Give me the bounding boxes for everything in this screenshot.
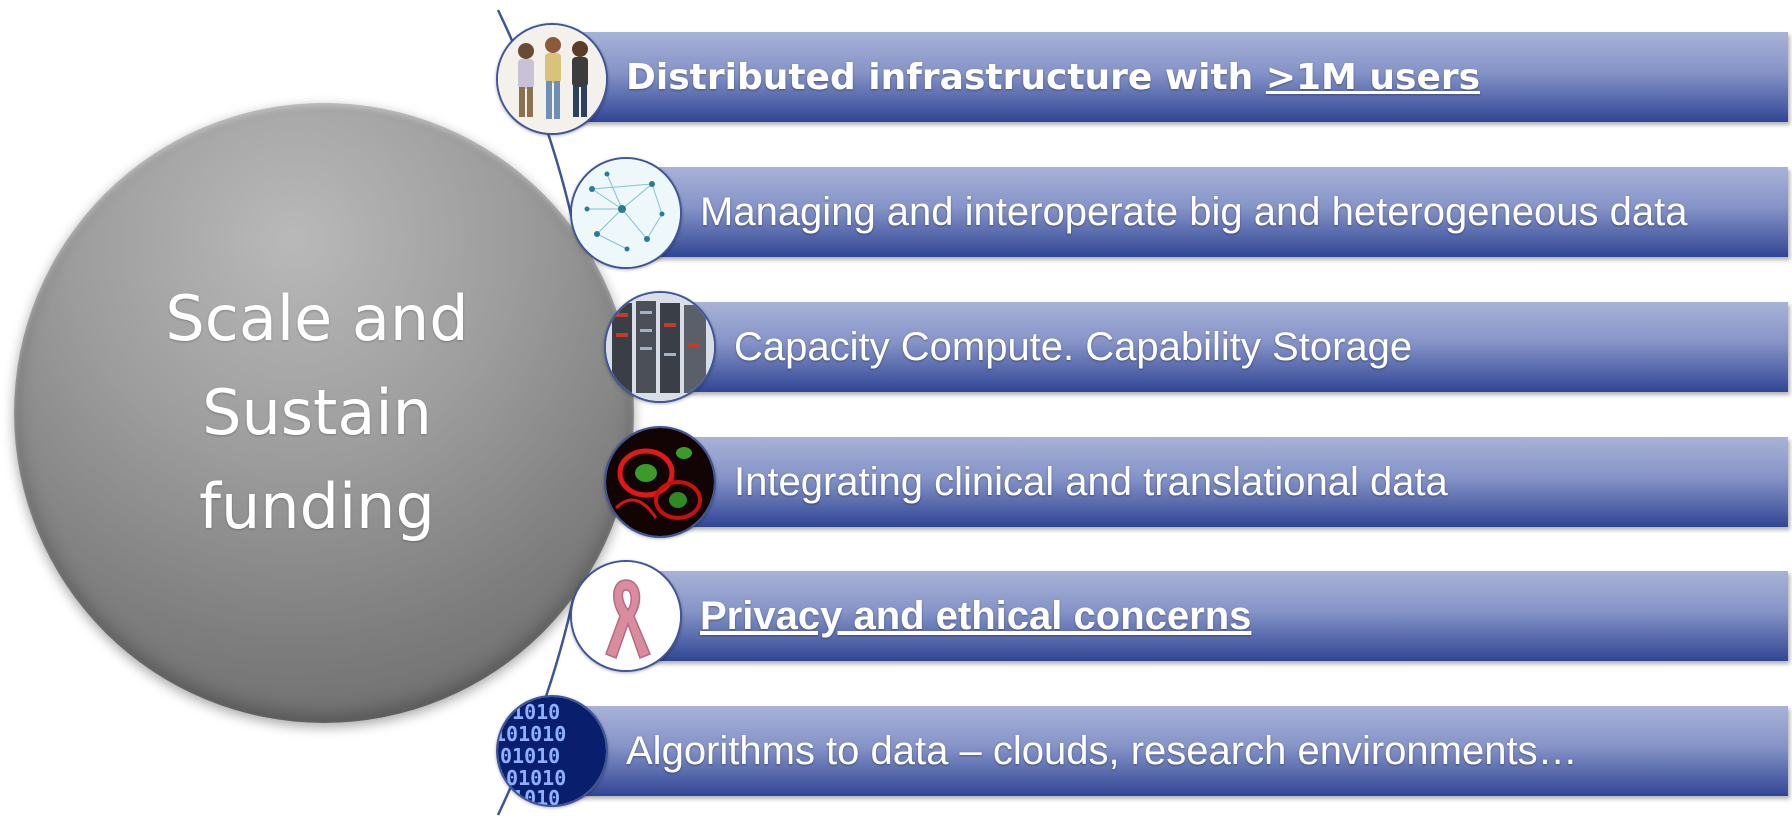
item-bar-algorithms: Algorithms to data – clouds, research en… — [560, 706, 1788, 796]
pink-ribbon-icon — [570, 560, 682, 672]
item-bar-compute: Capacity Compute. Capability Storage — [668, 302, 1788, 392]
item-label-data: Managing and interoperate big and hetero… — [700, 189, 1688, 234]
server-racks-icon — [604, 291, 716, 403]
cell-microscopy-icon — [604, 426, 716, 538]
item-label-clinical: Integrating clinical and translational d… — [734, 459, 1448, 504]
item-bar-data: Managing and interoperate big and hetero… — [634, 167, 1788, 257]
svg-text:01010: 01010 — [500, 744, 560, 768]
item-bar-privacy: Privacy and ethical concerns — [634, 571, 1788, 661]
binary-code-icon: 01010 101010 01010 101010 01010 — [496, 695, 608, 807]
item-label-privacy: Privacy and ethical concerns — [700, 593, 1252, 638]
item-label-compute: Capacity Compute. Capability Storage — [734, 324, 1413, 369]
central-title: Scale and Sustain funding — [165, 282, 469, 543]
people-icon — [496, 23, 608, 135]
item-label-algorithms: Algorithms to data – clouds, research en… — [626, 728, 1578, 773]
item-bar-infrastructure: Distributed infrastructure with >1M user… — [560, 32, 1788, 122]
item-bar-clinical: Integrating clinical and translational d… — [668, 437, 1788, 527]
network-graph-icon — [570, 157, 682, 269]
item-label-infrastructure: Distributed infrastructure with >1M user… — [626, 56, 1481, 98]
central-circle: Scale and Sustain funding — [14, 103, 634, 723]
svg-text:101010: 101010 — [498, 722, 566, 746]
users-emphasis: >1M users — [1265, 56, 1481, 98]
